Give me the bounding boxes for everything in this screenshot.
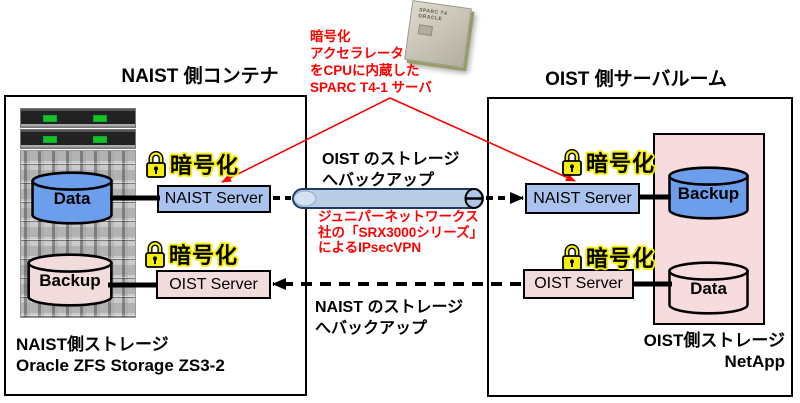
naist-server-box-left: NAIST Server bbox=[157, 185, 271, 213]
rack-led-icon bbox=[93, 136, 107, 143]
rack-led-icon bbox=[43, 115, 57, 122]
vpn-annotation: ジュニパーネットワークス 社の「SRX3000シリーズ」 によるIPsecVPN bbox=[318, 209, 483, 256]
encryption-label-group: 暗号化 bbox=[560, 146, 655, 178]
oist-server-box-right: OIST Server bbox=[523, 269, 634, 299]
caption-line: NAIST側ストレージ bbox=[16, 335, 169, 354]
encryption-label-group: 暗号化 bbox=[560, 241, 655, 273]
encryption-label-group: 暗号化 bbox=[143, 238, 238, 270]
data-cylinder-label: Data bbox=[690, 279, 727, 299]
encryption-text: 暗号化 bbox=[170, 153, 240, 178]
oist-zone-title: OIST 側サーバルーム bbox=[545, 69, 727, 90]
oist-data-cylinder: Data bbox=[667, 261, 750, 315]
backup-cylinder-label: Backup bbox=[39, 271, 101, 291]
oist-storage-caption: OIST側ストレージ NetApp bbox=[555, 330, 785, 372]
cylinder-shape bbox=[668, 166, 749, 220]
caption-line: OIST側ストレージ bbox=[643, 331, 785, 350]
accelerator-annotation: 暗号化 アクセラレータ をCPUに内蔵した SPARC T4-1 サーバ bbox=[310, 28, 432, 96]
annotation-line: アクセラレータ bbox=[310, 46, 404, 61]
annotation-line: 社の「SRX3000シリーズ」 bbox=[318, 224, 484, 240]
naist-data-cylinder: Data bbox=[30, 171, 114, 225]
encryption-text: 暗号化 bbox=[169, 243, 239, 268]
cylinder-shape bbox=[27, 253, 113, 307]
naist-backup-cylinder: Backup bbox=[26, 253, 114, 307]
label-line: へバックアップ bbox=[315, 320, 428, 337]
rack-led-icon bbox=[93, 115, 107, 122]
backup-to-naist-label: NAIST のストレージ へバックアップ bbox=[315, 297, 463, 339]
rack-server-unit bbox=[20, 108, 136, 128]
rack-server-unit bbox=[20, 129, 136, 149]
cylinder-shape bbox=[31, 171, 113, 225]
oist-backup-cylinder: Backup bbox=[667, 166, 750, 220]
encryption-text: 暗号化 bbox=[586, 151, 656, 176]
label-line: へバックアップ bbox=[322, 172, 435, 189]
padlock-icon bbox=[562, 148, 582, 176]
naist-storage-caption: NAIST側ストレージ Oracle ZFS Storage ZS3-2 bbox=[16, 334, 225, 376]
caption-line: NetApp bbox=[724, 352, 785, 371]
oist-server-box-left: OIST Server bbox=[156, 270, 271, 299]
annotation-line: ジュニパーネットワークス bbox=[318, 209, 479, 224]
cylinder-shape bbox=[668, 261, 749, 315]
annotation-line: SPARC T4-1 サーバ bbox=[310, 80, 432, 95]
backup-cylinder-label: Backup bbox=[677, 184, 740, 204]
padlock-icon bbox=[145, 240, 165, 268]
data-cylinder-label: Data bbox=[53, 189, 91, 209]
encryption-label-group: 暗号化 bbox=[144, 148, 239, 180]
annotation-line: をCPUに内蔵した bbox=[310, 63, 420, 78]
padlock-icon bbox=[146, 150, 166, 178]
encryption-text: 暗号化 bbox=[586, 246, 656, 271]
ipsec-vpn-tunnel bbox=[292, 188, 484, 209]
caption-line: Oracle ZFS Storage ZS3-2 bbox=[16, 356, 225, 375]
annotation-line: によるIPsecVPN bbox=[318, 240, 422, 255]
label-line: OIST のストレージ bbox=[322, 151, 460, 168]
backup-to-oist-label: OIST のストレージ へバックアップ bbox=[322, 149, 459, 191]
rack-led-icon bbox=[43, 136, 57, 143]
naist-zone-title: NAIST 側コンテナ bbox=[121, 66, 279, 87]
label-line: NAIST のストレージ bbox=[315, 299, 464, 316]
annotation-line: 暗号化 bbox=[310, 29, 351, 44]
naist-server-box-right: NAIST Server bbox=[525, 183, 640, 214]
padlock-icon bbox=[562, 243, 582, 271]
